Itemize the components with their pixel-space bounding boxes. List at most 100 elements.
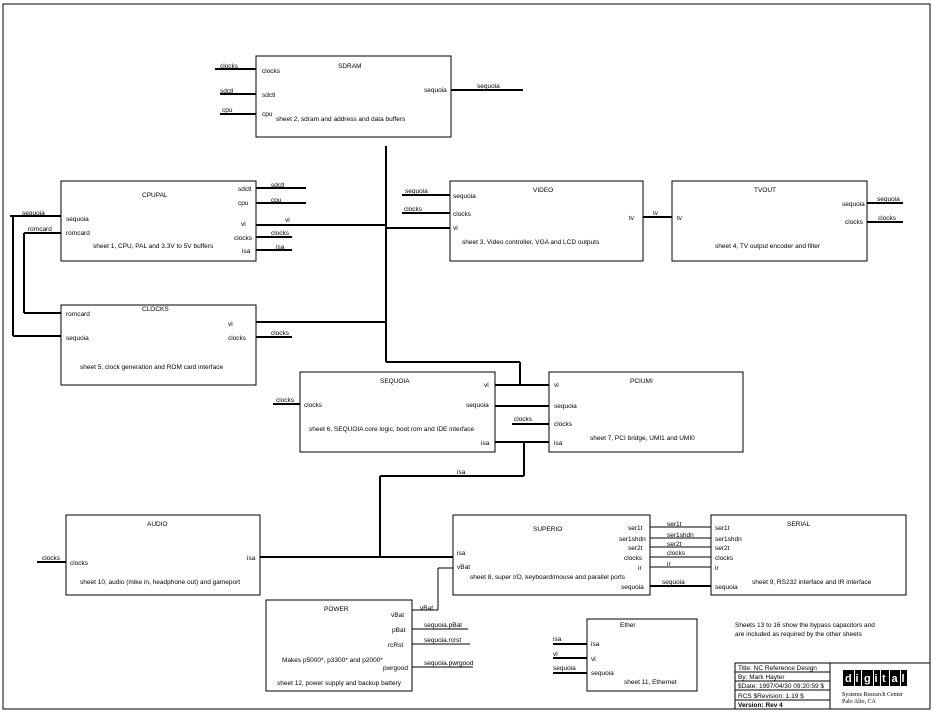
net-label-clocks: clocks	[271, 230, 290, 237]
svg-text:vBat: vBat	[391, 612, 404, 619]
svg-text:pBat: pBat	[392, 627, 406, 634]
net-label-ir: ir	[667, 561, 671, 568]
net-label-sequoia: sequoia	[22, 210, 45, 217]
svg-text:g: g	[864, 673, 872, 685]
net-label-romcard: romcard	[28, 226, 52, 233]
svg-text:PCIUMI: PCIUMI	[630, 378, 653, 385]
block-video[interactable]: VIDEO sequoia clocks vl tv sheet 3, Vide…	[449, 180, 644, 262]
svg-text:i: i	[856, 673, 860, 685]
svg-text:vl: vl	[241, 221, 246, 228]
net-label-vl: vl	[553, 651, 558, 658]
version-field: Version: Rev 4	[738, 702, 783, 709]
svg-text:CLOCKS: CLOCKS	[142, 306, 169, 313]
svg-text:SERIAL: SERIAL	[787, 521, 811, 528]
svg-text:clocks: clocks	[228, 335, 247, 342]
block-power[interactable]: POWER vBat pBat rcRst pwrgood Makes p500…	[265, 599, 413, 692]
svg-text:ser2t: ser2t	[715, 545, 730, 552]
net-label-sdctl: sdctl	[271, 182, 285, 189]
svg-text:clocks: clocks	[845, 219, 864, 226]
svg-text:t: t	[882, 673, 887, 685]
net-label-clocks: clocks	[271, 330, 290, 337]
block-pciumi[interactable]: PCIUMI vl sequoia clocks isa sheet 7, PC…	[548, 371, 744, 453]
svg-text:sheet 11, Ethernet: sheet 11, Ethernet	[624, 679, 677, 686]
wires	[10, 68, 903, 674]
block-cpupal[interactable]: CPUPAL sequoia romcard sdctl cpu vl cloc…	[60, 180, 257, 262]
block-serial[interactable]: SERIAL ser1t ser1shdn ser2t clocks ir se…	[710, 514, 907, 596]
net-label-clocks: clocks	[276, 397, 295, 404]
net-labels: clocks sdctl cpu sequoia sequoia romcard…	[22, 63, 900, 672]
org-name: Systems Research Center	[842, 692, 903, 698]
svg-text:VIDEO: VIDEO	[533, 187, 553, 194]
block-audio[interactable]: AUDIO clocks isa sheet 10, audio (mike i…	[65, 514, 261, 596]
svg-text:clocks: clocks	[234, 235, 253, 242]
block-superio[interactable]: SUPERIO isa vBat ser1t ser1shdn ser2t cl…	[452, 514, 651, 596]
svg-text:sdctl: sdctl	[262, 92, 276, 99]
net-label-clocks: clocks	[42, 555, 61, 562]
net-label-ser1shdn: ser1shdn	[667, 532, 694, 539]
svg-text:clocks: clocks	[453, 211, 472, 218]
svg-text:vl: vl	[228, 321, 233, 328]
svg-text:sheet 4, TV output encoder and: sheet 4, TV output encoder and filter	[715, 243, 821, 250]
digital-logo: d i g i t a l	[843, 670, 907, 686]
svg-text:sequoia: sequoia	[554, 403, 577, 410]
svg-text:isa: isa	[591, 641, 600, 648]
svg-text:Makes p5000*, p3300* and p2000: Makes p5000*, p3300* and p2000*	[282, 657, 383, 664]
svg-text:isa: isa	[247, 555, 256, 562]
svg-text:i: i	[875, 673, 879, 685]
svg-text:l: l	[902, 673, 906, 685]
svg-text:sheet 5, clock generation and: sheet 5, clock generation and ROM card i…	[80, 364, 223, 371]
block-tvout[interactable]: TVOUT tv sequoia clocks sheet 4, TV outp…	[671, 180, 868, 262]
svg-text:SEQUOIA: SEQUOIA	[380, 378, 410, 385]
date-field: $Date: 1997/04/30 09:20:59 $	[738, 683, 824, 690]
svg-text:ser1shdn: ser1shdn	[715, 536, 742, 543]
svg-text:isa: isa	[554, 440, 563, 447]
author-field: By: Mark Hayter	[738, 674, 785, 681]
org-city: Palo Alto, CA	[842, 699, 877, 705]
svg-text:Sheets 13 to 16 show the bypas: Sheets 13 to 16 show the bypass capacito…	[735, 622, 875, 629]
svg-text:sequoia: sequoia	[66, 335, 89, 342]
svg-text:POWER: POWER	[324, 606, 349, 613]
svg-text:pwrgood: pwrgood	[383, 665, 408, 672]
svg-text:sheet 6, SEQUOIA core logic, b: sheet 6, SEQUOIA core logic, boot rom an…	[309, 426, 474, 433]
title-field: Title: NC Reference Design	[738, 665, 817, 672]
svg-text:ser1shdn: ser1shdn	[619, 536, 646, 543]
svg-text:SUPERIO: SUPERIO	[533, 526, 562, 533]
net-label-isa: isa	[457, 469, 466, 476]
bypass-note: Sheets 13 to 16 show the bypass capacito…	[735, 622, 875, 638]
svg-text:vl: vl	[554, 382, 559, 389]
svg-text:Ether: Ether	[620, 622, 636, 629]
svg-text:sheet 1, CPU, PAL and 3.3V to: sheet 1, CPU, PAL and 3.3V to 5V buffers	[93, 243, 214, 250]
net-label-sequoia: sequoia	[405, 188, 428, 195]
svg-text:sequoia: sequoia	[66, 216, 89, 223]
svg-text:sdctl: sdctl	[238, 186, 252, 193]
block-sdram[interactable]: SDRAM clocks sdctl cpu sequoia sheet 2, …	[255, 55, 452, 138]
svg-text:sheet 9, RS232 interface and I: sheet 9, RS232 interface and IR interfac…	[752, 579, 872, 586]
svg-text:sheet 12, power supply and bac: sheet 12, power supply and backup batter…	[277, 680, 402, 687]
net-label-isa: isa	[276, 244, 285, 251]
net-label-ser1t: ser1t	[667, 521, 682, 528]
svg-text:ser1t: ser1t	[628, 525, 643, 532]
svg-text:clocks: clocks	[70, 560, 89, 567]
svg-text:romcard: romcard	[66, 230, 90, 237]
svg-text:clocks: clocks	[715, 555, 734, 562]
block-sequoia[interactable]: SEQUOIA clocks vl sequoia isa sheet 6, S…	[299, 371, 496, 453]
svg-text:romcard: romcard	[66, 311, 90, 318]
svg-text:clocks: clocks	[554, 421, 573, 428]
net-label-sequoia: sequoia	[877, 196, 900, 203]
net-label-vbat: vBat	[420, 605, 433, 612]
svg-text:a: a	[892, 673, 899, 685]
svg-text:clocks: clocks	[624, 555, 643, 562]
net-label-clocks: clocks	[878, 215, 897, 222]
net-label-sequoia: sequoia	[662, 579, 685, 586]
net-label-clocks: clocks	[404, 206, 423, 213]
revision-field: RCS $Revision: 1.19 $	[738, 693, 804, 700]
svg-text:sheet 2, sdram and address and: sheet 2, sdram and address and data buff…	[276, 116, 406, 123]
svg-text:sequoia: sequoia	[842, 201, 865, 208]
block-clocks[interactable]: CLOCKS romcard sequoia vl clocks sheet 5…	[60, 304, 257, 386]
svg-text:CPUPAL: CPUPAL	[142, 192, 168, 199]
block-ether[interactable]: Ether isa vl sequoia sheet 11, Ethernet	[586, 618, 698, 692]
svg-text:sequoia: sequoia	[591, 670, 614, 677]
svg-text:clocks: clocks	[262, 68, 281, 75]
title-block: Title: NC Reference Design By: Mark Hayt…	[734, 662, 931, 710]
